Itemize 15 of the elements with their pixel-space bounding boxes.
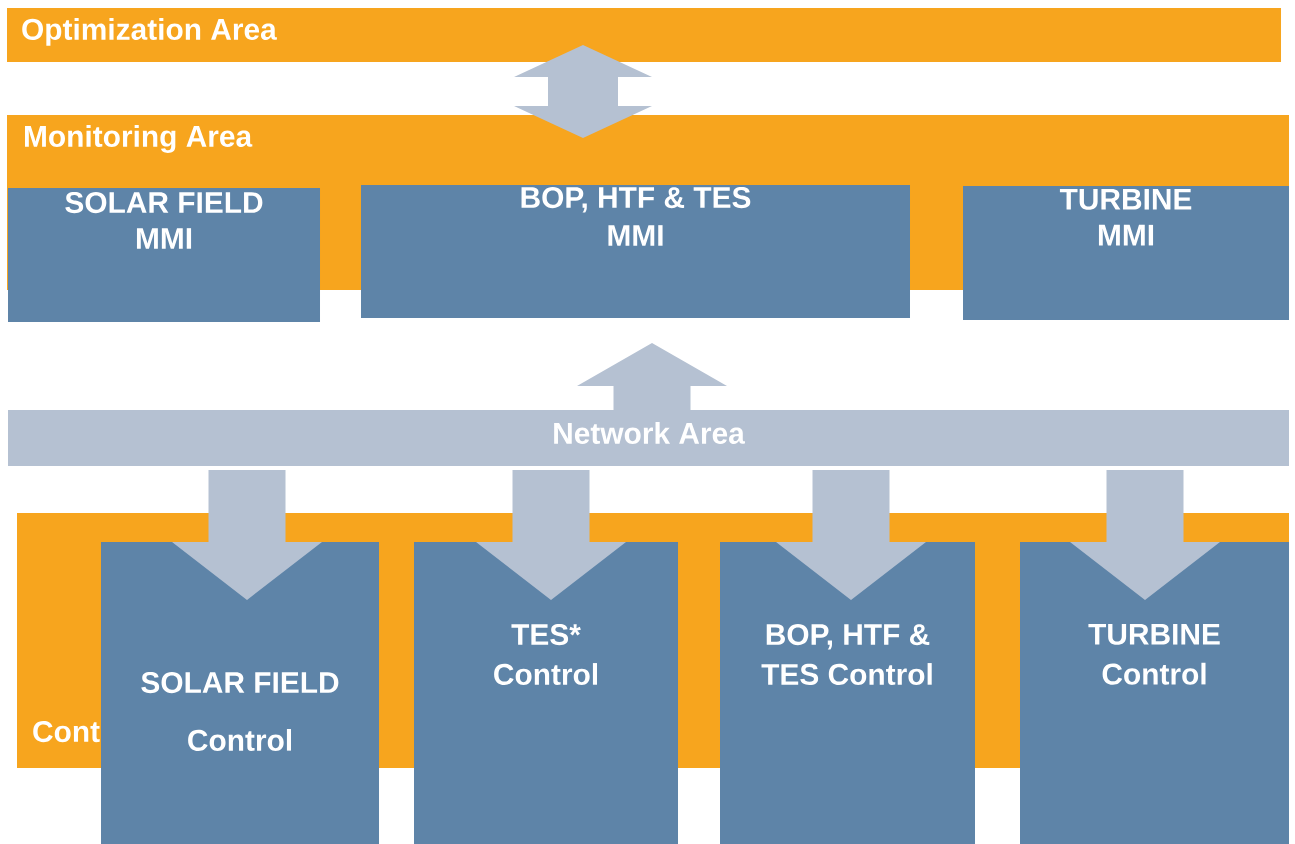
component-box: SOLAR FIELD MMI bbox=[8, 188, 320, 322]
block-arrow bbox=[476, 470, 626, 600]
component-box: BOP, HTF & TES Control bbox=[720, 542, 975, 844]
component-box: BOP, HTF & TES MMI bbox=[361, 185, 910, 318]
component-box: TURBINE MMI bbox=[963, 186, 1289, 320]
block-arrow bbox=[172, 470, 322, 600]
area-band: Optimization Area bbox=[7, 8, 1281, 62]
block-arrow bbox=[577, 343, 727, 410]
network-band: Network Area bbox=[8, 410, 1289, 466]
component-box: TES* Control bbox=[414, 542, 678, 844]
block-arrow bbox=[1070, 470, 1220, 600]
component-box: TURBINE Control bbox=[1020, 542, 1289, 844]
block-arrow bbox=[776, 470, 926, 600]
component-box: SOLAR FIELD Control bbox=[101, 542, 379, 844]
block-arrow bbox=[514, 45, 652, 138]
